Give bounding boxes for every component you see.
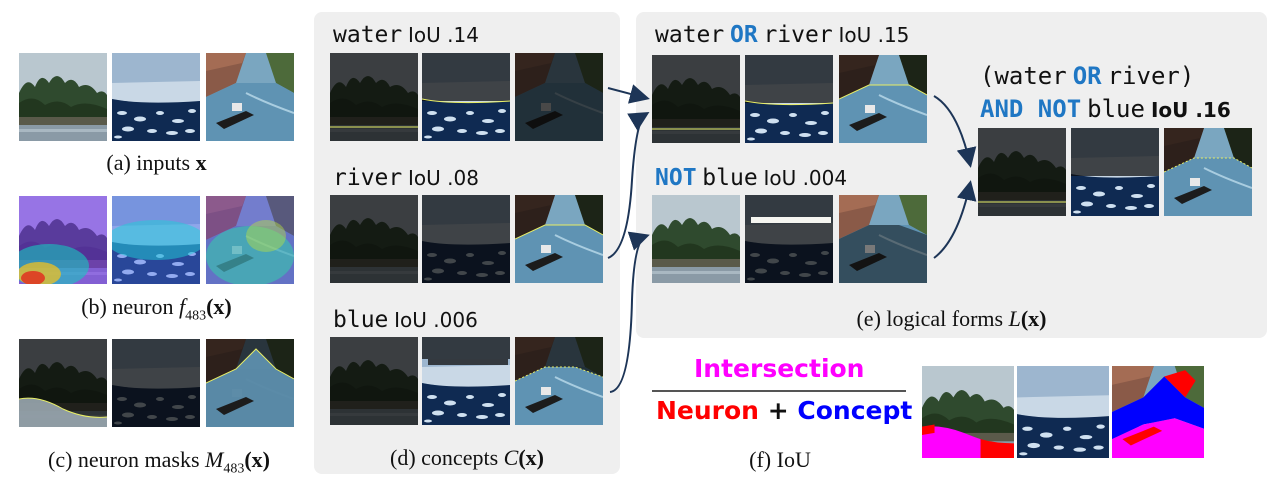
not-result-river <box>839 195 927 283</box>
arrow-blue-to-not <box>609 231 650 393</box>
arrow-or-to-final <box>933 95 977 168</box>
concept-blue-river <box>515 337 603 425</box>
iou-vis-forest <box>922 366 1014 458</box>
concept-water-ocean <box>422 53 510 141</box>
arrow-river-to-or <box>607 111 650 259</box>
caption-inputs: (a) inputs x <box>106 150 207 175</box>
final-result-river <box>1164 128 1252 216</box>
neuron-mask-forest <box>19 339 107 427</box>
final-result-ocean <box>1071 128 1159 216</box>
caption-iou: (f) IoU <box>749 447 811 472</box>
logical-label-or: water OR river IoU .15 <box>655 22 910 48</box>
logical-label-not: NOT blue IoU .004 <box>655 165 848 191</box>
arrow-water-to-or <box>607 84 650 104</box>
arrow-not-to-final <box>933 180 977 259</box>
iou-fraction-bar <box>652 390 906 392</box>
or-result-river <box>839 55 927 143</box>
iou-vis-ocean <box>1017 366 1109 458</box>
final-result-forest <box>978 128 1066 216</box>
concept-label-river: river IoU .08 <box>333 165 479 191</box>
caption-neuron: (b) neuron f483(x) <box>81 294 232 324</box>
caption-neuron-masks: (c) neuron masks M483(x) <box>48 447 270 477</box>
iou-denominator: Neuron + Concept <box>656 396 913 425</box>
concept-label-water: water IoU .14 <box>333 22 479 48</box>
concept-blue-ocean <box>422 337 510 425</box>
or-result-forest <box>652 55 740 143</box>
neuron-mask-river <box>206 339 294 427</box>
or-result-ocean <box>745 55 833 143</box>
caption-logical-forms: (e) logical forms L(x) <box>856 306 1047 331</box>
logical-forms-panel <box>636 12 1267 338</box>
iou-numerator: Intersection <box>694 354 865 383</box>
not-result-ocean <box>745 195 833 283</box>
iou-vis-river <box>1112 366 1204 458</box>
concept-water-forest <box>330 53 418 141</box>
logical-label-final-line1: (water OR river) <box>980 62 1195 90</box>
concept-label-blue: blue IoU .006 <box>333 307 478 333</box>
logical-label-final-line2: AND NOT blue IoU .16 <box>980 95 1231 123</box>
concept-river-river <box>515 195 603 283</box>
caption-concepts: (d) concepts C(x) <box>390 445 544 470</box>
